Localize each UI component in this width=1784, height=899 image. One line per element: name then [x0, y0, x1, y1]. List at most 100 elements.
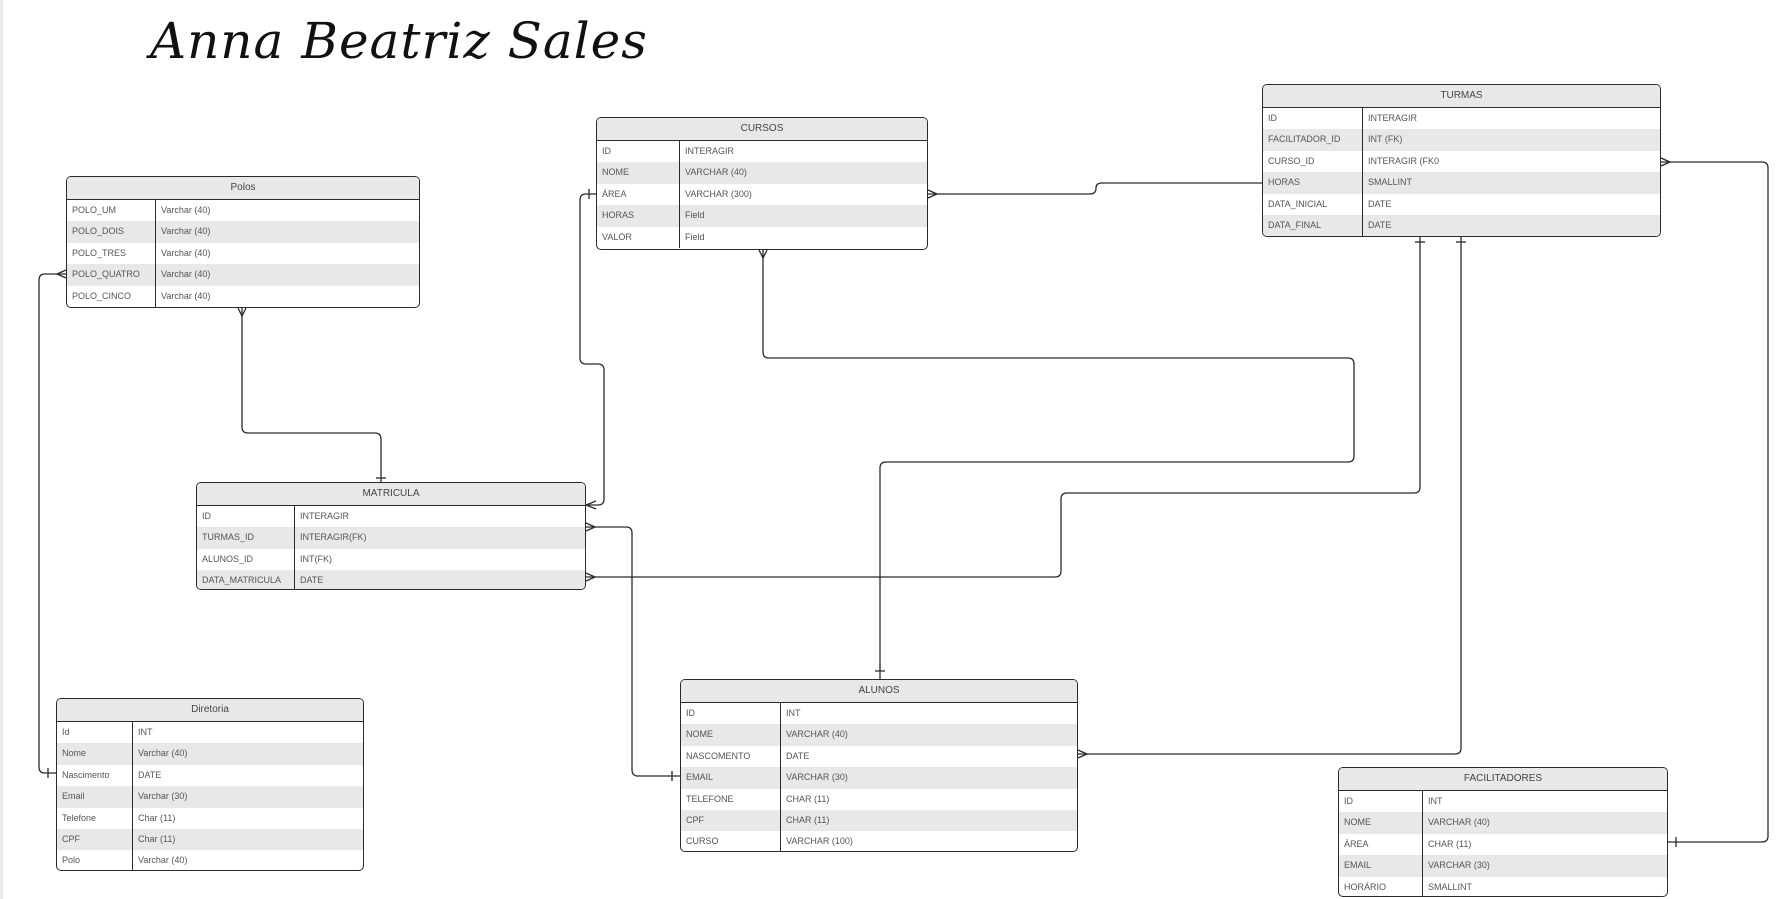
field-name: EMAIL [681, 767, 781, 789]
field-name: ALUNOS_ID [197, 548, 295, 571]
entity-header: FACILITADORES [1339, 768, 1667, 791]
entity-header: MATRICULA [197, 483, 585, 506]
field-name: HORAS [597, 205, 680, 227]
field-name: DATA_MATRICULA [197, 570, 295, 589]
crow-foot-polos-bottom [237, 307, 247, 318]
entity-row: EMAIL VARCHAR (30) [681, 767, 1077, 789]
field-type: Field [685, 231, 705, 242]
crow-foot-matricula-id [584, 500, 597, 510]
field-name: EMAIL [1339, 855, 1423, 877]
field-type: Varchar (30) [138, 791, 188, 802]
field-name: DATA_FINAL [1263, 214, 1363, 236]
entity-row: ID INTERAGIR [1263, 108, 1660, 130]
link-cursos-alunos [762, 250, 1355, 679]
field-name: NOME [1339, 812, 1423, 834]
field-name: POLO_TRES [67, 242, 156, 265]
entity-row: Email Varchar (30) [57, 786, 363, 808]
field-type: Varchar (40) [161, 247, 211, 258]
field-name: Polo [57, 850, 133, 870]
field-name: POLO_QUATRO [67, 264, 156, 286]
field-name: NOME [597, 162, 680, 184]
entity-row: Polo Varchar (40) [57, 850, 363, 870]
field-type: CHAR (11) [1428, 838, 1472, 849]
field-name: Nome [57, 743, 133, 765]
link-polos-matricula [241, 308, 382, 482]
field-type: SMALLINT [1368, 177, 1413, 188]
field-name: POLO_UM [67, 200, 156, 222]
field-name: Email [57, 786, 133, 808]
field-type: Varchar (40) [138, 855, 188, 866]
field-name: ÁREA [1339, 833, 1423, 856]
field-type: Varchar (40) [161, 269, 211, 280]
field-type: CHAR (11) [786, 814, 830, 825]
field-type: INT [786, 708, 801, 718]
field-name: TELEFONE [681, 788, 781, 810]
field-name: VALOR [597, 226, 680, 248]
crow-foot-turmas-right [1660, 157, 1672, 167]
link-turmas-alunos [1078, 237, 1462, 755]
field-type: INTERAGIR [685, 146, 735, 156]
entity-header: Diretoria [57, 699, 363, 722]
field-type: Field [685, 210, 705, 221]
entity-row: NASCOMENTO DATE [681, 745, 1077, 768]
field-name: HORÁRIO [1339, 876, 1423, 896]
field-type: INT [138, 727, 153, 737]
entity-header: TURMAS [1263, 85, 1660, 108]
entity-row: CPF CHAR (11) [681, 809, 1077, 832]
crow-foot-polos-left [55, 269, 67, 279]
crow-foot-alunos-right [1077, 749, 1089, 759]
entity-row: ÁREA VARCHAR (300) [597, 183, 927, 206]
field-type: Varchar (40) [161, 226, 211, 237]
field-name: Nascimento [57, 764, 133, 787]
entity-row: VALOR Field [597, 226, 927, 248]
field-name: NASCOMENTO [681, 745, 781, 768]
field-name: CPF [57, 828, 133, 851]
field-type: DATE [786, 750, 810, 761]
field-name: CURSO [681, 831, 781, 851]
field-type: VARCHAR (300) [685, 188, 752, 199]
field-type: INT (FK) [1368, 134, 1403, 145]
entity-header: CURSOS [597, 118, 927, 141]
field-name: Id [57, 722, 133, 744]
entity-row: CURSO VARCHAR (100) [681, 831, 1077, 851]
field-type: Char (11) [138, 833, 176, 844]
field-type: DATE [138, 769, 162, 780]
field-name: Telefone [57, 807, 133, 829]
field-name: ÁREA [597, 183, 680, 206]
field-name: TURMAS_ID [197, 527, 295, 549]
field-type: INTERAGIR [1368, 113, 1418, 123]
field-name: CPF [681, 809, 781, 832]
field-type: VARCHAR (30) [786, 772, 848, 783]
crow-foot-matricula-turmas-id [585, 522, 597, 532]
field-type: DATE [1368, 198, 1392, 209]
field-type: Varchar (40) [161, 290, 211, 301]
field-name: ID [1263, 108, 1363, 130]
entity-row: ÁREA CHAR (11) [1339, 833, 1667, 856]
field-name: ID [597, 141, 680, 163]
link-polos-diretoria [38, 273, 66, 774]
field-name: NOME [681, 724, 781, 746]
field-type: VARCHAR (100) [786, 836, 853, 847]
diagram-title: Anna Beatriz Sales [150, 12, 648, 70]
